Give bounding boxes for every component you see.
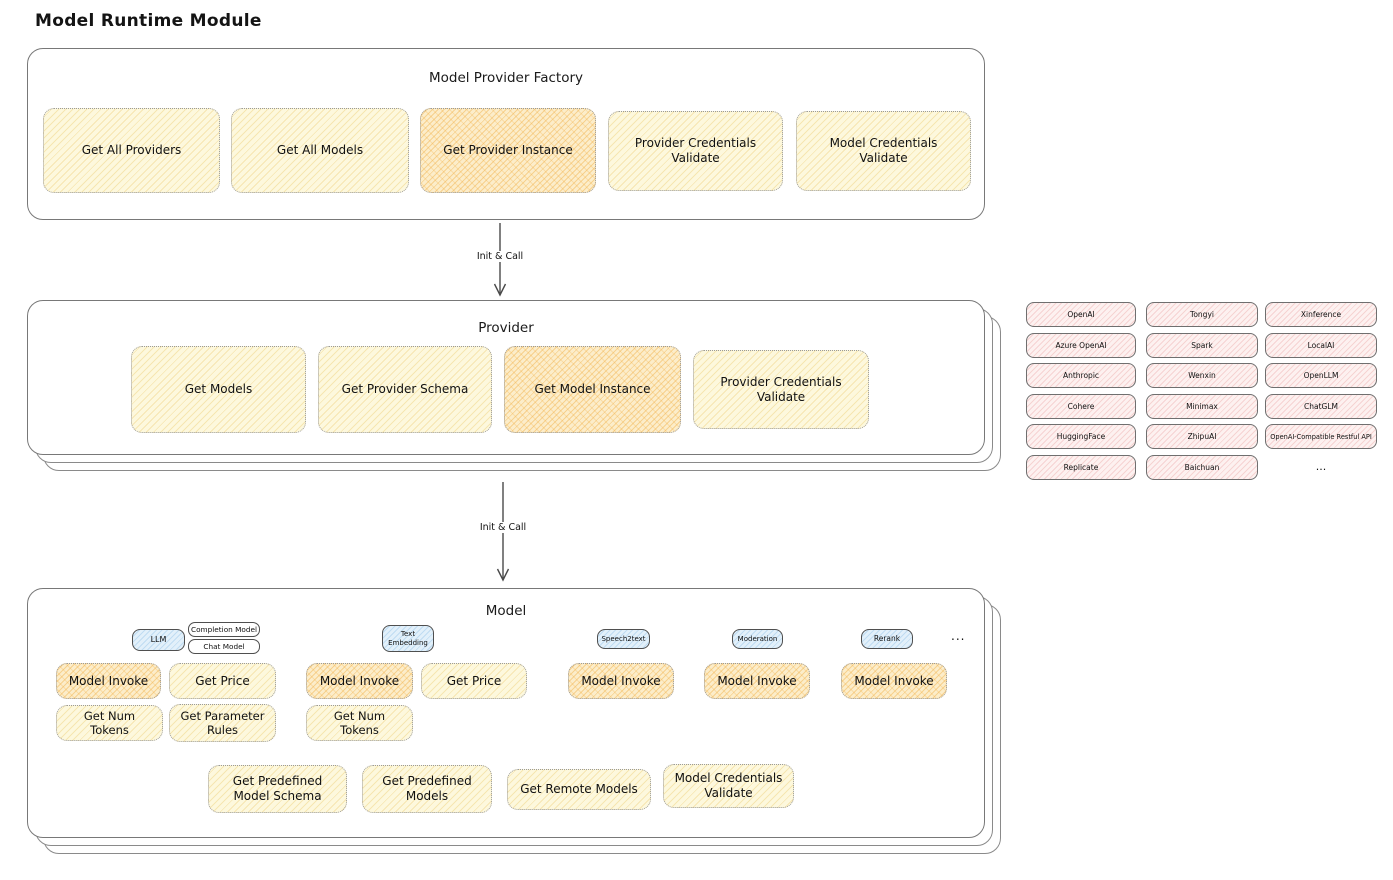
providers-column-3: Xinference LocalAI OpenLLM ChatGLM OpenA… [1265, 302, 1377, 478]
fn-get-predefined-models: Get Predefined Models [362, 765, 492, 813]
chip-openai: OpenAI [1026, 302, 1136, 327]
factory-get-all-models: Get All Models [231, 108, 409, 193]
chip-anthropic: Anthropic [1026, 363, 1136, 388]
fn-llm-model-invoke: Model Invoke [56, 663, 161, 699]
fn-get-predefined-model-schema: Get Predefined Model Schema [208, 765, 347, 813]
arrow-label-init-call-2: Init & Call [475, 522, 531, 533]
provider-get-provider-schema: Get Provider Schema [318, 346, 492, 433]
provider-provider-credentials-validate: Provider Credentials Validate [693, 350, 869, 429]
chip-replicate: Replicate [1026, 454, 1136, 480]
providers-column-2: Tongyi Spark Wenxin Minimax ZhipuAI Baic… [1146, 302, 1258, 480]
factory-panel: Model Provider Factory Get All Providers… [27, 48, 985, 220]
tag-llm: LLM [132, 629, 185, 651]
chip-zhipuai: ZhipuAI [1146, 424, 1258, 449]
page-title: Model Runtime Module [35, 11, 262, 31]
tag-chat-model: Chat Model [188, 639, 260, 654]
providers-column-1: OpenAI Azure OpenAI Anthropic Cohere Hug… [1026, 302, 1136, 480]
chip-tongyi: Tongyi [1146, 302, 1258, 327]
provider-panel: Provider Get Models Get Provider Schema … [27, 300, 985, 455]
fn-speech2text-model-invoke: Model Invoke [568, 663, 674, 699]
tag-text-embedding: Text Embedding [382, 625, 434, 652]
fn-llm-get-parameter-rules: Get Parameter Rules [169, 704, 276, 742]
chip-localai: LocalAI [1265, 332, 1377, 358]
chip-cohere: Cohere [1026, 393, 1136, 419]
model-panel-title: Model [485, 603, 527, 619]
chip-chatglm: ChatGLM [1265, 393, 1377, 419]
chip-spark: Spark [1146, 332, 1258, 358]
model-panel: Model LLM Completion Model Chat Model Te… [27, 588, 985, 838]
chip-openai-compatible-restful-api: OpenAI-Compatible Restful API [1265, 424, 1377, 449]
fn-llm-get-num-tokens: Get Num Tokens [56, 705, 163, 741]
arrow-label-init-call-1: Init & Call [472, 251, 528, 262]
model-types-ellipsis: ... [951, 629, 966, 643]
provider-get-models: Get Models [131, 346, 306, 433]
fn-llm-get-price: Get Price [169, 663, 276, 699]
chip-openllm: OpenLLM [1265, 363, 1377, 388]
fn-moderation-model-invoke: Model Invoke [704, 663, 810, 699]
provider-get-model-instance: Get Model Instance [504, 346, 681, 433]
chip-minimax: Minimax [1146, 393, 1258, 419]
factory-get-provider-instance: Get Provider Instance [420, 108, 596, 193]
chip-baichuan: Baichuan [1146, 454, 1258, 480]
chip-huggingface: HuggingFace [1026, 424, 1136, 449]
tag-completion-model: Completion Model [188, 622, 260, 637]
chip-wenxin: Wenxin [1146, 363, 1258, 388]
tag-moderation: Moderation [732, 629, 783, 649]
provider-panel-title: Provider [478, 320, 534, 336]
chip-azure-openai: Azure OpenAI [1026, 332, 1136, 358]
factory-provider-credentials-validate: Provider Credentials Validate [608, 111, 783, 191]
factory-get-all-providers: Get All Providers [43, 108, 220, 193]
chip-xinference: Xinference [1265, 302, 1377, 327]
fn-rerank-model-invoke: Model Invoke [841, 663, 947, 699]
tag-rerank: Rerank [861, 629, 913, 649]
fn-text-embedding-get-num-tokens: Get Num Tokens [306, 705, 413, 741]
fn-model-credentials-validate: Model Credentials Validate [663, 764, 794, 808]
providers-ellipsis: ... [1315, 459, 1327, 473]
fn-text-embedding-get-price: Get Price [421, 663, 527, 699]
factory-model-credentials-validate: Model Credentials Validate [796, 111, 971, 191]
factory-panel-title: Model Provider Factory [428, 70, 583, 86]
fn-text-embedding-model-invoke: Model Invoke [306, 663, 413, 699]
fn-get-remote-models: Get Remote Models [507, 769, 651, 810]
tag-speech2text: Speech2text [597, 629, 650, 649]
